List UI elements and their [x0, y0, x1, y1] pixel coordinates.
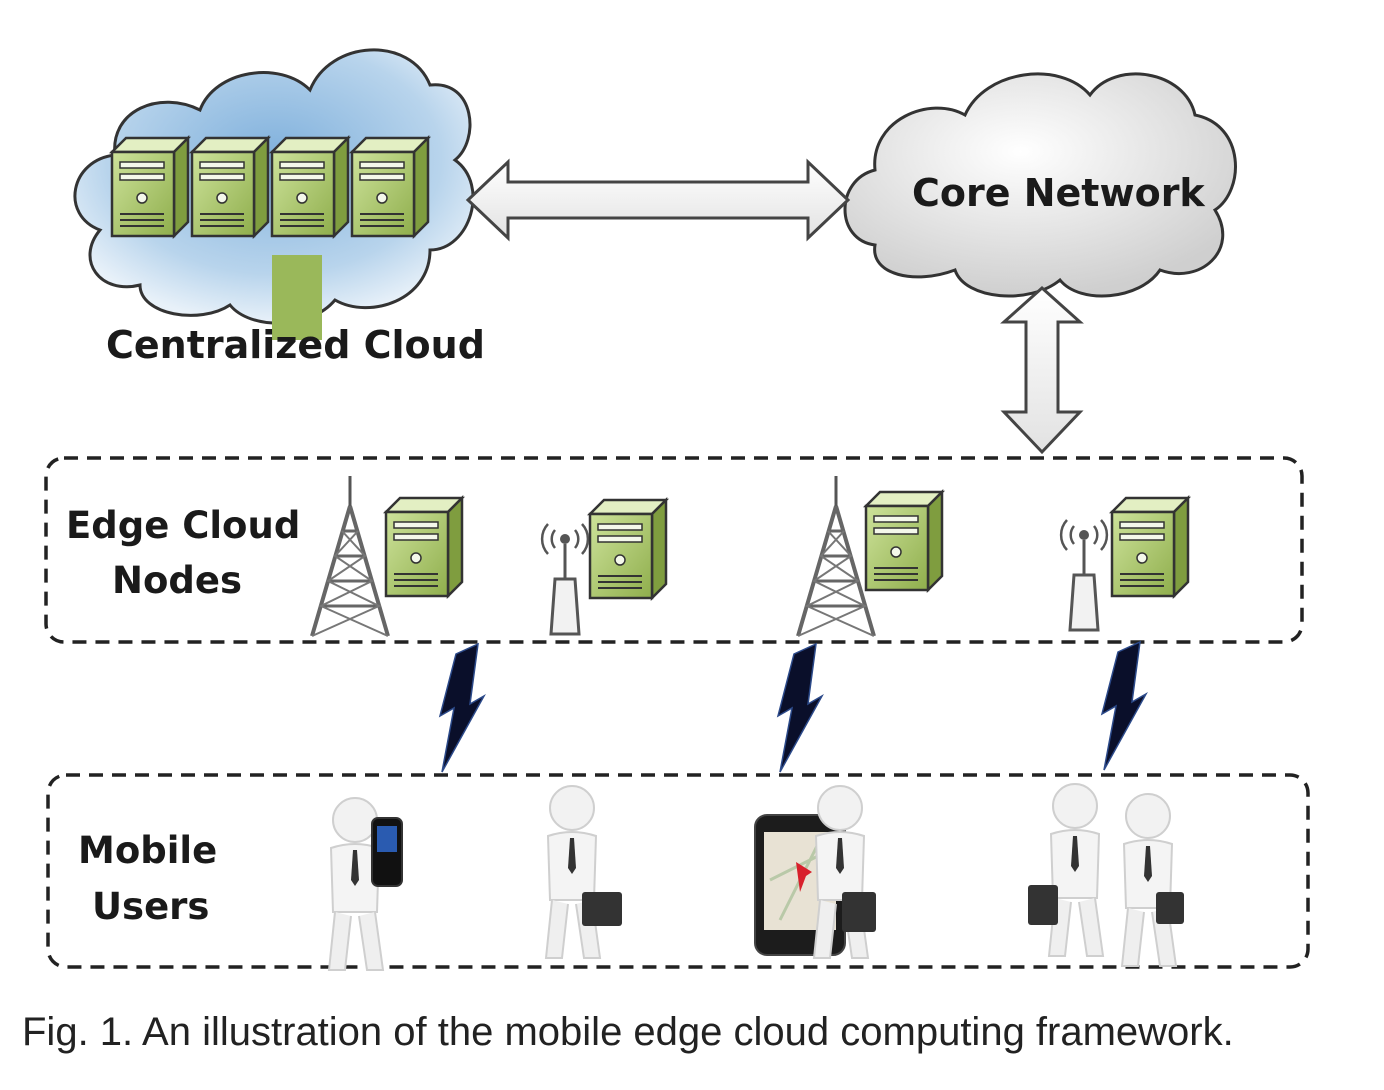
bidirectional-arrow-icon [465, 158, 851, 242]
cell-tower-icon [310, 474, 390, 638]
mobile-users-label-line2: Users [92, 885, 210, 928]
edge-cloud-nodes-label-line2: Nodes [112, 559, 242, 602]
cloud-stem [272, 255, 322, 340]
cell-tower-icon [796, 474, 876, 638]
lightning-icon [1101, 641, 1147, 771]
mobile-users-label-line1: Mobile [78, 829, 218, 872]
briefcase-icon [582, 892, 622, 926]
core-network-label: Core Network [912, 171, 1205, 215]
smartphone-icon [371, 817, 403, 887]
briefcase-icon [842, 892, 876, 932]
briefcase-icon [1156, 892, 1184, 924]
server-icon [110, 136, 190, 238]
figure-caption: Fig. 1. An illustration of the mobile ed… [22, 1010, 1234, 1054]
server-icon [190, 136, 270, 238]
server-icon [1110, 496, 1190, 598]
lightning-icon [777, 643, 823, 773]
server-icon [270, 136, 350, 238]
server-icon [384, 496, 464, 598]
user-figure-icon [545, 785, 601, 959]
user-figure-icon [1048, 783, 1104, 957]
edge-cloud-nodes-box [44, 456, 1304, 644]
user-figure-icon [1121, 793, 1177, 967]
server-icon [350, 136, 430, 238]
wifi-router-icon [540, 522, 590, 636]
edge-cloud-nodes-label-line1: Edge Cloud [66, 504, 301, 547]
server-icon [588, 498, 668, 600]
wifi-router-icon [1059, 518, 1109, 632]
mobile-users-box [46, 773, 1310, 969]
bidirectional-arrow-icon [1000, 285, 1084, 455]
lightning-icon [439, 643, 485, 773]
server-icon [864, 490, 944, 592]
core-network-cloud-shape [843, 72, 1237, 298]
centralized-cloud-label: Centralized Cloud [106, 323, 485, 367]
briefcase-icon [1028, 885, 1058, 925]
